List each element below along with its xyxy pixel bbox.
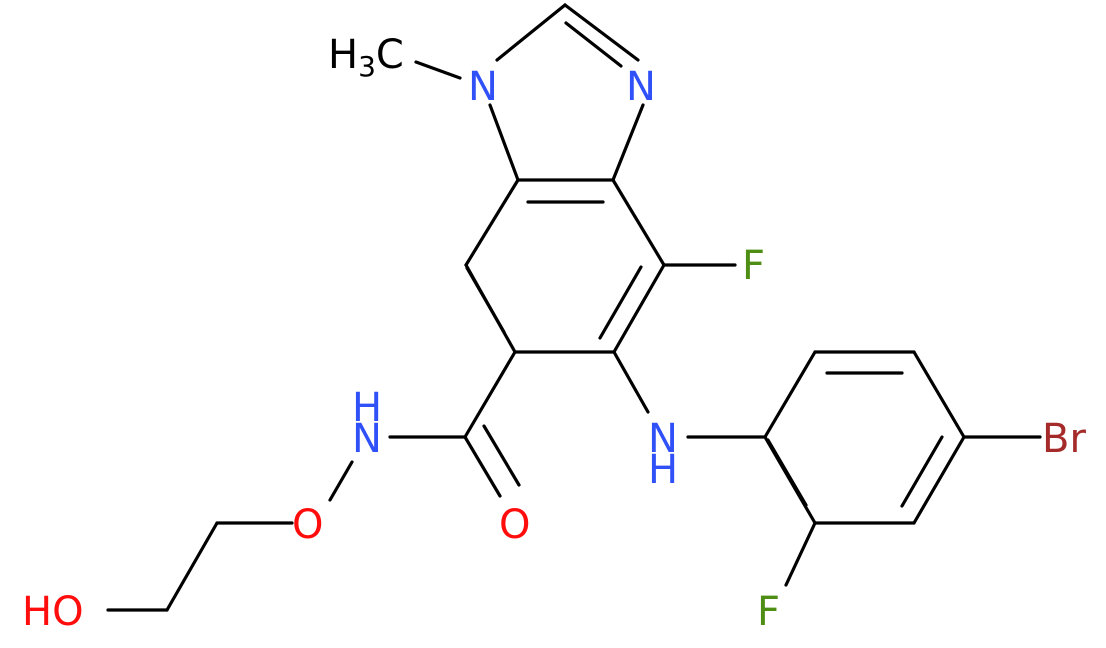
bond-ar4-ar5-double bbox=[900, 435, 944, 508]
link-o-label: O bbox=[292, 502, 323, 548]
n3-label: N bbox=[626, 64, 656, 110]
bond-c6-carbonyl bbox=[463, 350, 517, 439]
bond-c4-c5 bbox=[612, 263, 666, 354]
bond-c5-nh bbox=[612, 350, 650, 414]
bond-ar6-f bbox=[784, 521, 817, 587]
amine-h-label: H bbox=[648, 447, 678, 493]
bond-ar3-ar4 bbox=[912, 350, 966, 439]
bond-c2-n3 bbox=[563, 3, 640, 62]
hydroxyl-label: HO bbox=[22, 589, 84, 635]
bond-methyl-n1 bbox=[414, 60, 462, 80]
f2-label: F bbox=[757, 589, 780, 635]
bond-n1-c7a bbox=[488, 103, 520, 182]
amide-h-label: H bbox=[352, 385, 382, 431]
bond-c7-c7a bbox=[464, 178, 520, 267]
bond-carbonyl-o-double bbox=[482, 424, 521, 487]
bond-n1-c2 bbox=[495, 3, 567, 62]
bromine-label: Br bbox=[1042, 416, 1086, 462]
bond-carbonyl-o bbox=[463, 435, 502, 498]
bond-c6-c7-double bbox=[465, 266, 506, 334]
carbonyl-o-label: O bbox=[499, 502, 530, 548]
n1-label: N bbox=[468, 64, 498, 110]
f4-label: F bbox=[742, 243, 765, 289]
bond-layer bbox=[106, 3, 1042, 612]
bond-ar1-ar2 bbox=[763, 350, 817, 439]
bond-n3-c3a bbox=[611, 103, 645, 182]
methyl-label: H3C bbox=[328, 32, 404, 83]
bond-ar6-ar1-double bbox=[766, 438, 808, 507]
bond-c3a-c4 bbox=[611, 178, 666, 267]
amine-n-label: N bbox=[648, 416, 678, 462]
bond-ar4-ar5 bbox=[912, 435, 966, 525]
bond-c4-c5-double bbox=[598, 265, 643, 340]
bond-n-o bbox=[328, 460, 354, 502]
atom-label-layer: H3C N N F H N N H O O HO Br F bbox=[22, 32, 1086, 635]
bond-c2-n3-double bbox=[564, 21, 623, 68]
bond-ch2-ch2 bbox=[165, 521, 219, 612]
amide-n-label: N bbox=[352, 416, 382, 462]
